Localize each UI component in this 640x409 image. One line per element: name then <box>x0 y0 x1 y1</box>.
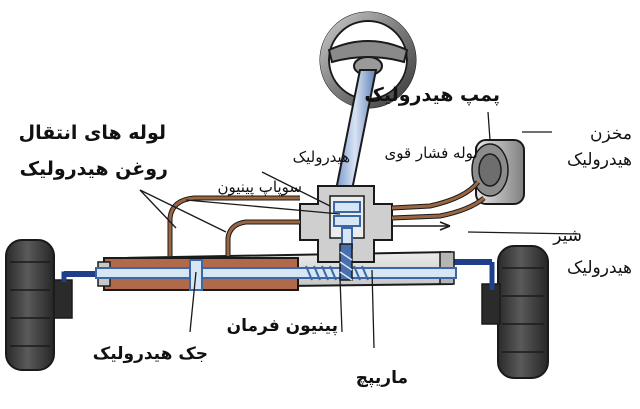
leader-lines <box>139 111 581 349</box>
label-oil-tubes-line2: روغن هیدرولیک <box>19 158 168 180</box>
rack-rod <box>95 267 457 279</box>
label-hydraulic-jack: جک هیدرولیک <box>92 344 208 364</box>
pump-reservoir-unit <box>471 139 525 205</box>
label-rack: ماریپچ <box>355 368 408 388</box>
right-wheel <box>481 245 549 379</box>
label-oil-tubes-line1: لوله های انتقال <box>18 122 166 144</box>
label-pump: پمپ هیدرولیک <box>364 84 500 106</box>
label-high-pressure-line2: هیدرولیک <box>292 148 350 166</box>
label-valve-line2: هیدرولیک <box>567 258 632 278</box>
label-high-pressure-line1: لوله فشار قوی <box>384 144 479 162</box>
oil-transfer-tubes <box>167 195 300 256</box>
label-steering-pinion: پینیون فرمان <box>226 316 338 336</box>
label-valve-line1: شیر <box>553 226 582 246</box>
label-reservoir-line2: هیدرولیک <box>567 150 632 170</box>
high-pressure-tubes <box>391 180 486 231</box>
label-reservoir-line1: مخزن <box>590 124 632 144</box>
pinion-shaft <box>339 243 353 281</box>
left-wheel <box>5 239 73 371</box>
label-pinion-valve: سوپاپ پینیون <box>217 178 302 196</box>
